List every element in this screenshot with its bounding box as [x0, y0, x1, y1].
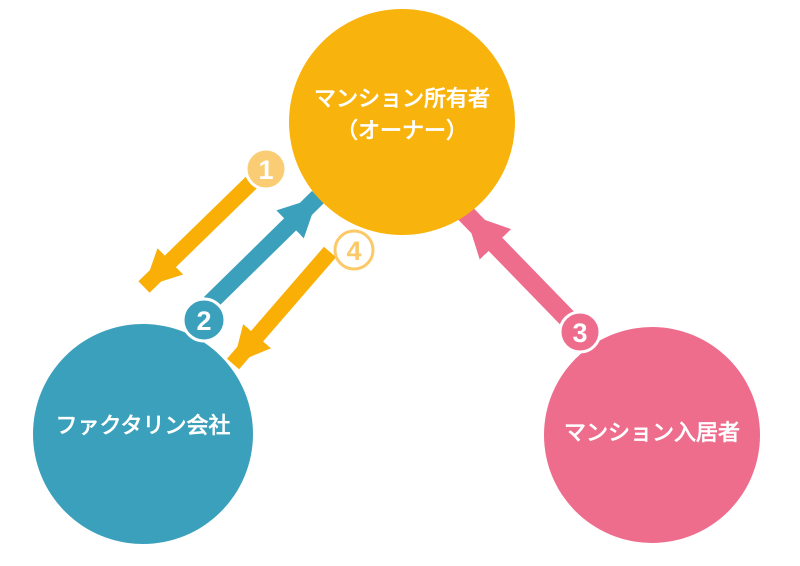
- badge-step1-circle: [244, 147, 288, 191]
- arrow-step3-shaft: [458, 206, 574, 325]
- arrow-step2-factoring-to-owner: [204, 190, 324, 310]
- badge-step4-circle: [333, 229, 375, 271]
- badge-step3: 3: [558, 310, 602, 354]
- owner-circle: [289, 9, 515, 235]
- badge-step1: 1: [244, 147, 288, 191]
- tenant-circle: [544, 327, 760, 543]
- factoring-company-circle: [33, 324, 253, 544]
- owner-label-line1: マンション所有者: [314, 86, 490, 111]
- node-tenant: マンション入居者: [544, 327, 760, 543]
- badge-step2: 2: [181, 297, 227, 343]
- arrow-step4-owner-to-factoring: [226, 246, 337, 370]
- badge-step3-number: 3: [572, 318, 587, 348]
- node-factoring-company: ファクタリン会社: [33, 324, 253, 544]
- badge-step2-number: 2: [196, 306, 211, 336]
- arrow-step1-shaft: [138, 172, 262, 293]
- arrow-step4-shaft: [226, 246, 337, 370]
- arrow-step1-owner-to-factoring: [138, 172, 262, 293]
- badge-step3-circle: [558, 310, 602, 354]
- node-owner: マンション所有者 （オーナー）: [289, 9, 515, 235]
- badge-step4-number: 4: [346, 236, 361, 266]
- badge-step1-number: 1: [258, 155, 273, 185]
- badge-step4: 4: [333, 229, 375, 271]
- factoring-company-label: ファクタリン会社: [55, 413, 230, 438]
- tenant-label: マンション入居者: [564, 420, 740, 445]
- owner-label-line2: （オーナー）: [336, 118, 468, 143]
- badge-step2-circle: [181, 297, 227, 343]
- arrow-step2-shaft: [204, 190, 324, 310]
- arrow-step3-tenant-to-owner: [458, 206, 574, 325]
